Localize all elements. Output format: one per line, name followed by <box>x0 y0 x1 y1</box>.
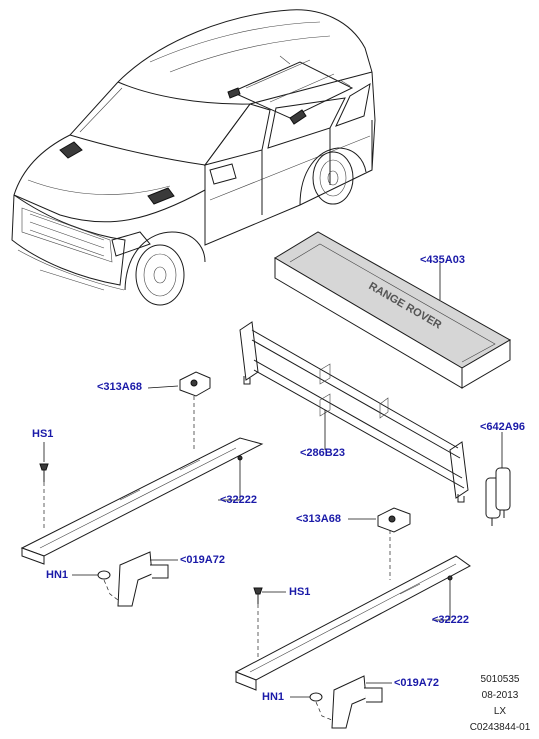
side-rail-upper <box>20 437 264 565</box>
callout-642A96[interactable]: <642A96 <box>480 421 525 433</box>
meta-block: 5010535 08-2013 LX C0243844-01 <box>462 672 538 736</box>
callout-313A68-lower[interactable]: <313A68 <box>296 513 341 525</box>
callout-019A72-upper[interactable]: <019A72 <box>180 554 225 566</box>
callout-hn1-lower[interactable]: HN1 <box>262 691 285 703</box>
meta-date: 08-2013 <box>481 690 519 701</box>
bracket-lower <box>331 675 383 729</box>
callout-019A72-lower[interactable]: <019A72 <box>394 677 439 689</box>
nut-upper <box>97 570 111 580</box>
clip-lower <box>377 507 411 533</box>
callout-hs1-lower[interactable]: HS1 <box>289 586 311 598</box>
callout-286B23[interactable]: <286B23 <box>300 447 345 459</box>
bracket-upper <box>117 551 169 607</box>
storage-bag: RANGE ROVER <box>274 231 512 389</box>
roof-bars <box>239 321 469 503</box>
side-rail-lower <box>234 555 471 691</box>
screw-lower <box>253 587 263 604</box>
meta-code: LX <box>493 706 507 717</box>
callout-32222-lower[interactable]: <32222 <box>432 614 470 626</box>
vehicle-illustration <box>11 9 376 306</box>
cushion-pads <box>485 467 511 526</box>
callout-hs1-upper[interactable]: HS1 <box>32 428 54 440</box>
nut-lower <box>309 692 323 702</box>
screw-upper <box>39 463 49 482</box>
callout-435A03[interactable]: <435A03 <box>420 254 465 266</box>
meta-image-id: C0243844-01 <box>469 722 531 733</box>
callout-313A68-upper[interactable]: <313A68 <box>97 381 142 393</box>
callout-hn1-upper[interactable]: HN1 <box>46 569 69 581</box>
clip-upper <box>179 371 211 397</box>
meta-ref: 5010535 <box>480 674 520 685</box>
callout-32222-upper[interactable]: <32222 <box>220 494 258 506</box>
